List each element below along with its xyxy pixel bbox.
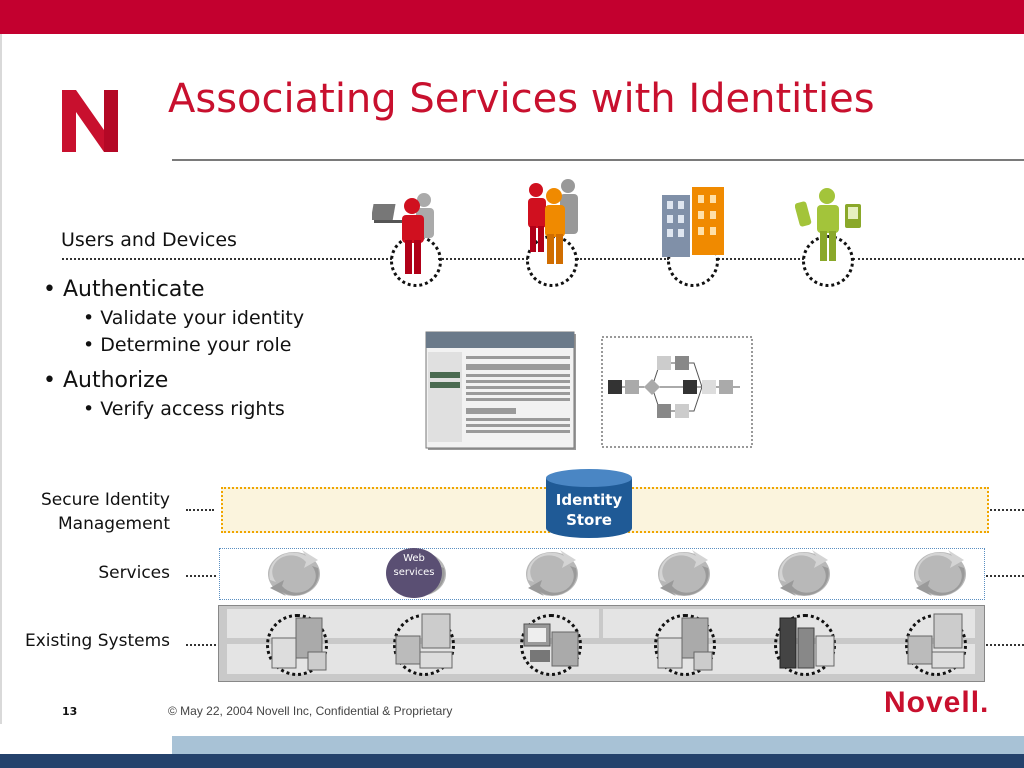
layer-dotted-line bbox=[186, 644, 216, 646]
server-icon bbox=[271, 617, 327, 671]
sub-bullet: • Determine your role bbox=[83, 334, 292, 356]
server-icon bbox=[395, 613, 453, 669]
web-services-node: Web services bbox=[386, 548, 442, 598]
user-node-circle bbox=[802, 235, 854, 287]
identity-store-label: Identity Store bbox=[555, 491, 623, 529]
existing-systems-band bbox=[218, 605, 985, 682]
bullet-text: Authorize bbox=[62, 368, 169, 393]
sub-bullet-text: Determine your role bbox=[100, 334, 292, 356]
novell-logo-text: Novell. bbox=[884, 686, 990, 719]
service-cycle-icon bbox=[914, 550, 966, 596]
title-rule bbox=[172, 159, 1024, 161]
sub-bullet-text: Verify access rights bbox=[100, 398, 285, 420]
users-dotted-line bbox=[718, 258, 804, 260]
layer-dotted-line bbox=[186, 575, 216, 577]
layer-dotted-line bbox=[990, 509, 1024, 511]
secure-identity-label: Secure Identity Management bbox=[40, 490, 170, 534]
footer-band-dark bbox=[0, 754, 1024, 768]
sub-bullet: • Verify access rights bbox=[83, 398, 285, 420]
server-icon bbox=[523, 623, 579, 667]
users-dotted-line bbox=[577, 258, 669, 260]
service-cycle-icon bbox=[268, 550, 320, 596]
bullet-authenticate: • Authenticate bbox=[43, 277, 205, 302]
workflow-diagram-icon bbox=[601, 336, 753, 448]
users-devices-label: Users and Devices bbox=[61, 229, 237, 251]
system-node-circle bbox=[654, 614, 716, 676]
system-node-circle bbox=[520, 614, 582, 676]
service-cycle-icon bbox=[778, 550, 830, 596]
identity-store-cylinder-icon bbox=[546, 469, 632, 538]
services-band bbox=[219, 548, 985, 600]
layer-dotted-line bbox=[986, 575, 1024, 577]
server-icon bbox=[907, 613, 965, 669]
service-cycle-icon bbox=[658, 550, 710, 596]
mobile-user-icon bbox=[795, 188, 861, 261]
page-number: 13 bbox=[62, 705, 78, 718]
footer-band-light bbox=[172, 736, 1024, 754]
buildings-icon bbox=[662, 187, 724, 257]
web-services-label: Web services bbox=[393, 553, 435, 578]
group-users-icon bbox=[528, 179, 578, 264]
existing-systems-label: Existing Systems bbox=[25, 631, 170, 651]
top-bar bbox=[0, 0, 1024, 34]
server-icon bbox=[779, 617, 835, 669]
left-rule bbox=[0, 34, 2, 724]
existing-systems-panel bbox=[227, 644, 975, 674]
users-dotted-line bbox=[62, 258, 392, 260]
sub-bullet: • Validate your identity bbox=[83, 307, 305, 329]
services-label: Services bbox=[98, 563, 170, 583]
server-icon bbox=[657, 617, 713, 671]
web-portal-screenshot-icon bbox=[425, 331, 576, 450]
service-cycle-icon bbox=[526, 550, 578, 596]
novell-n-logo-icon bbox=[62, 90, 118, 152]
users-dotted-line bbox=[853, 258, 1024, 260]
users-dotted-line bbox=[438, 258, 528, 260]
layer-dotted-line bbox=[186, 509, 214, 511]
system-node-circle bbox=[266, 614, 328, 676]
sub-bullet-text: Validate your identity bbox=[100, 307, 305, 329]
slide-title: Associating Services with Identities bbox=[168, 76, 875, 122]
bullet-text: Authenticate bbox=[62, 277, 205, 302]
bullet-authorize: • Authorize bbox=[43, 368, 169, 393]
layer-dotted-line bbox=[986, 644, 1024, 646]
user-at-laptop-icon bbox=[372, 193, 434, 274]
copyright-text: © May 22, 2004 Novell Inc, Confidential … bbox=[168, 704, 453, 718]
